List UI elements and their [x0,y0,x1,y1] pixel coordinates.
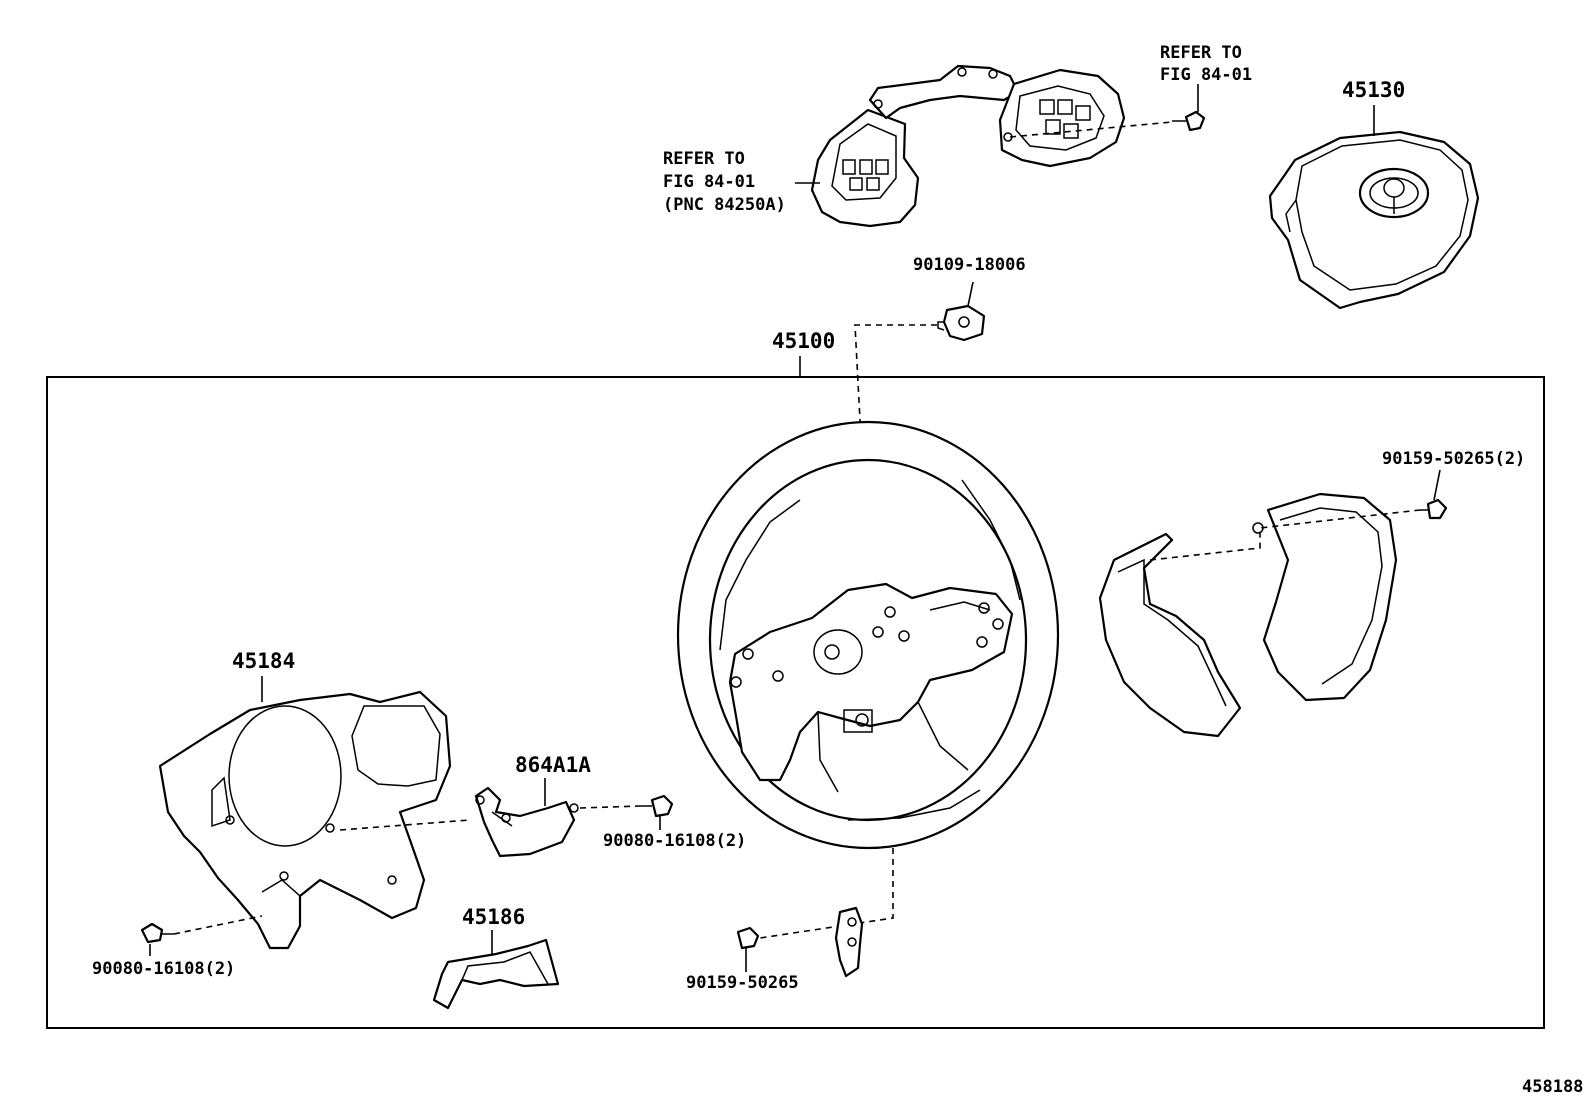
label-fig-top: FIG 84-01 [1160,65,1252,85]
label-refer-to-left: REFER TO [663,149,745,169]
switch-bracket[interactable] [474,786,579,858]
label-pnc-left: (PNC 84250A) [663,195,786,215]
label-fig-left: FIG 84-01 [663,172,755,192]
leader-line [967,281,974,307]
label-90080-16108-2-mid: 90080-16108(2) [603,831,746,851]
screw-icon [140,922,174,944]
label-864A1A: 864A1A [515,753,591,777]
steering-wheel[interactable] [676,420,1060,850]
steering-pad-switch-assembly[interactable] [810,64,1126,228]
label-90109-18006: 90109-18006 [913,255,1026,275]
switch-connector[interactable] [834,906,864,978]
screw-icon [1420,498,1448,520]
figure-number: 458188 [1522,1077,1583,1097]
lower-column-cover[interactable] [158,690,452,950]
label-refer-to-top: REFER TO [1160,43,1242,63]
lower-right-cover[interactable] [1098,532,1242,738]
assembly-frame [46,376,1545,1029]
label-45184: 45184 [232,649,295,673]
lower-right-cover-inner[interactable] [1252,492,1398,702]
screw-icon [1172,110,1206,132]
horn-pad-airbag[interactable] [1268,130,1480,310]
nut-icon[interactable] [937,304,986,342]
label-45130: 45130 [1342,78,1405,102]
label-90080-16108-2-left: 90080-16108(2) [92,959,235,979]
label-90159-50265: 90159-50265 [686,973,799,993]
leader-line [1433,469,1441,501]
screw-icon [640,794,674,818]
screw-icon [736,926,760,950]
label-90159-50265-2: 90159-50265(2) [1382,449,1525,469]
toyota-emblem-icon [1358,167,1430,219]
label-45100: 45100 [772,329,835,353]
label-45186: 45186 [462,905,525,929]
lower-cover-piece[interactable] [432,938,560,1010]
